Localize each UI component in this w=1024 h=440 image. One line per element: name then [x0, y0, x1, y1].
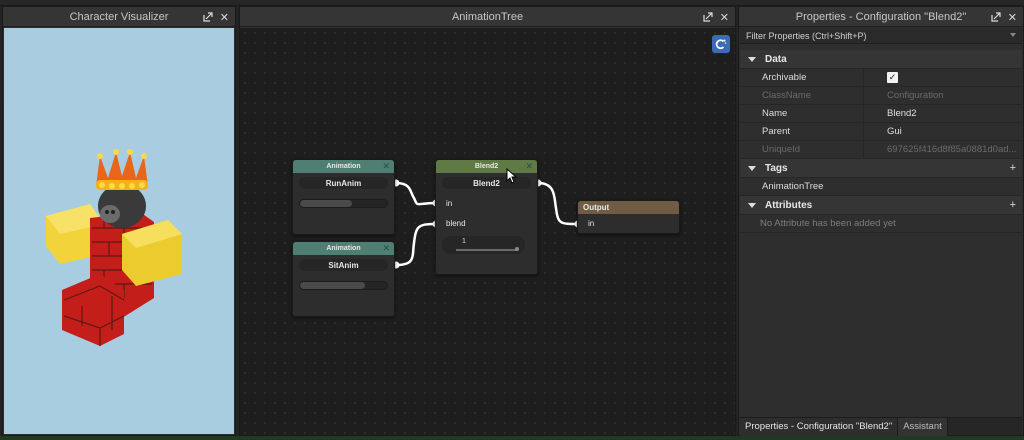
- tab-assistant[interactable]: Assistant: [897, 417, 948, 436]
- add-attribute-icon[interactable]: +: [1009, 199, 1016, 211]
- magnet-snap-button[interactable]: [712, 35, 730, 53]
- chevron-down-icon[interactable]: [1010, 33, 1016, 37]
- section-data[interactable]: Data: [740, 50, 1022, 69]
- input-port-in[interactable]: in: [446, 199, 453, 208]
- blend-name-field[interactable]: Blend2: [442, 177, 531, 189]
- property-key: ClassName: [740, 87, 864, 104]
- close-icon[interactable]: ✕: [219, 11, 229, 24]
- section-tags[interactable]: Tags +: [740, 159, 1022, 178]
- node-close-icon[interactable]: ✕: [382, 161, 390, 171]
- panel-title: Character Visualizer: [69, 10, 169, 23]
- animation-name-field[interactable]: RunAnim: [299, 177, 388, 189]
- undock-icon[interactable]: [703, 12, 713, 22]
- property-row-parent: Parent Gui: [740, 123, 1022, 141]
- status-strip: [0, 436, 1024, 440]
- animation-progress-bar: [299, 281, 388, 290]
- tag-row[interactable]: AnimationTree: [740, 178, 1022, 196]
- property-value: Configuration: [887, 90, 944, 101]
- animation-node-runanim[interactable]: Animation ✕ RunAnim: [292, 159, 395, 235]
- blend-value-slider[interactable]: 1: [442, 236, 525, 254]
- panel-title: Properties - Configuration "Blend2": [795, 10, 967, 23]
- property-row-uniqueid: UniqueId 697625f416d8f85a0881d0ad...: [740, 141, 1022, 159]
- undock-icon[interactable]: [991, 12, 1001, 22]
- node-close-icon[interactable]: ✕: [382, 243, 390, 253]
- character-viewport[interactable]: [4, 28, 234, 434]
- section-label: Data: [765, 53, 787, 65]
- section-label: Tags: [765, 162, 788, 174]
- avatar-render: [46, 149, 182, 346]
- node-close-icon[interactable]: ✕: [525, 161, 533, 171]
- node-graph-canvas[interactable]: Animation ✕ RunAnim Animation ✕ SitAnim …: [240, 28, 735, 435]
- node-header[interactable]: Blend2 ✕: [436, 160, 537, 173]
- property-row-name: Name Blend2: [740, 105, 1022, 123]
- panel-title-bar[interactable]: Character Visualizer ✕: [3, 7, 235, 27]
- character-visualizer-panel: Character Visualizer ✕: [2, 6, 236, 436]
- property-key: UniqueId: [740, 141, 864, 158]
- input-port-in[interactable]: in: [588, 219, 595, 228]
- panel-title: AnimationTree: [451, 10, 524, 23]
- filter-properties-input[interactable]: Filter Properties (Ctrl+Shift+P): [740, 28, 1022, 44]
- panel-title-bar[interactable]: Properties - Configuration "Blend2" ✕: [739, 7, 1023, 27]
- properties-tab-bar: Properties - Configuration "Blend2" Assi…: [740, 417, 1022, 436]
- node-type-label: Output: [583, 203, 610, 212]
- collapse-triangle-icon[interactable]: [748, 56, 756, 62]
- panel-title-bar[interactable]: AnimationTree ✕: [240, 7, 735, 27]
- parent-value-field[interactable]: Gui: [887, 126, 902, 137]
- node-type-label: Animation: [326, 245, 361, 252]
- property-key: Parent: [740, 123, 864, 140]
- mouse-cursor-icon: [506, 168, 518, 184]
- name-value-field[interactable]: Blend2: [887, 108, 917, 119]
- output-node[interactable]: Output in: [577, 200, 680, 234]
- property-value: 697625f416d8f85a0881d0ad...: [887, 144, 1017, 155]
- node-header[interactable]: Animation ✕: [293, 160, 394, 173]
- property-list: Data Archivable ✓ ClassName Configuratio…: [740, 50, 1022, 233]
- animation-progress-bar: [299, 199, 388, 208]
- close-icon[interactable]: ✕: [719, 11, 729, 24]
- node-type-label: Blend2: [474, 163, 499, 170]
- add-tag-icon[interactable]: +: [1009, 162, 1016, 174]
- property-row-classname: ClassName Configuration: [740, 87, 1022, 105]
- node-header[interactable]: Output: [578, 201, 679, 214]
- section-label: Attributes: [765, 199, 813, 211]
- attributes-empty-message: No Attribute has been added yet: [740, 215, 1022, 233]
- slider-knob[interactable]: [515, 247, 519, 251]
- section-attributes[interactable]: Attributes +: [740, 196, 1022, 215]
- property-key: Name: [740, 105, 864, 122]
- property-key: Archivable: [740, 69, 864, 86]
- archivable-checkbox[interactable]: ✓: [887, 72, 898, 83]
- animation-node-sitanim[interactable]: Animation ✕ SitAnim: [292, 241, 395, 317]
- property-row-archivable: Archivable ✓: [740, 69, 1022, 87]
- collapse-triangle-icon[interactable]: [748, 165, 756, 171]
- node-header[interactable]: Animation ✕: [293, 242, 394, 255]
- input-port-blend[interactable]: blend: [446, 219, 466, 228]
- animation-tree-panel: AnimationTree ✕: [239, 6, 736, 436]
- node-type-label: Animation: [326, 163, 361, 170]
- filter-placeholder: Filter Properties (Ctrl+Shift+P): [746, 30, 867, 41]
- collapse-triangle-icon[interactable]: [748, 202, 756, 208]
- tab-properties[interactable]: Properties - Configuration "Blend2": [740, 417, 898, 436]
- blend-value: 1: [462, 238, 466, 245]
- top-toolbar-strip: [0, 0, 1024, 6]
- animation-name-field[interactable]: SitAnim: [299, 259, 388, 271]
- undock-icon[interactable]: [203, 12, 213, 22]
- magnet-snap-icon: [715, 39, 727, 50]
- properties-panel: Properties - Configuration "Blend2" ✕ Fi…: [738, 6, 1024, 436]
- close-icon[interactable]: ✕: [1007, 11, 1017, 24]
- blend2-node[interactable]: Blend2 ✕ Blend2 in blend 1: [435, 159, 538, 275]
- tag-label: AnimationTree: [762, 181, 824, 192]
